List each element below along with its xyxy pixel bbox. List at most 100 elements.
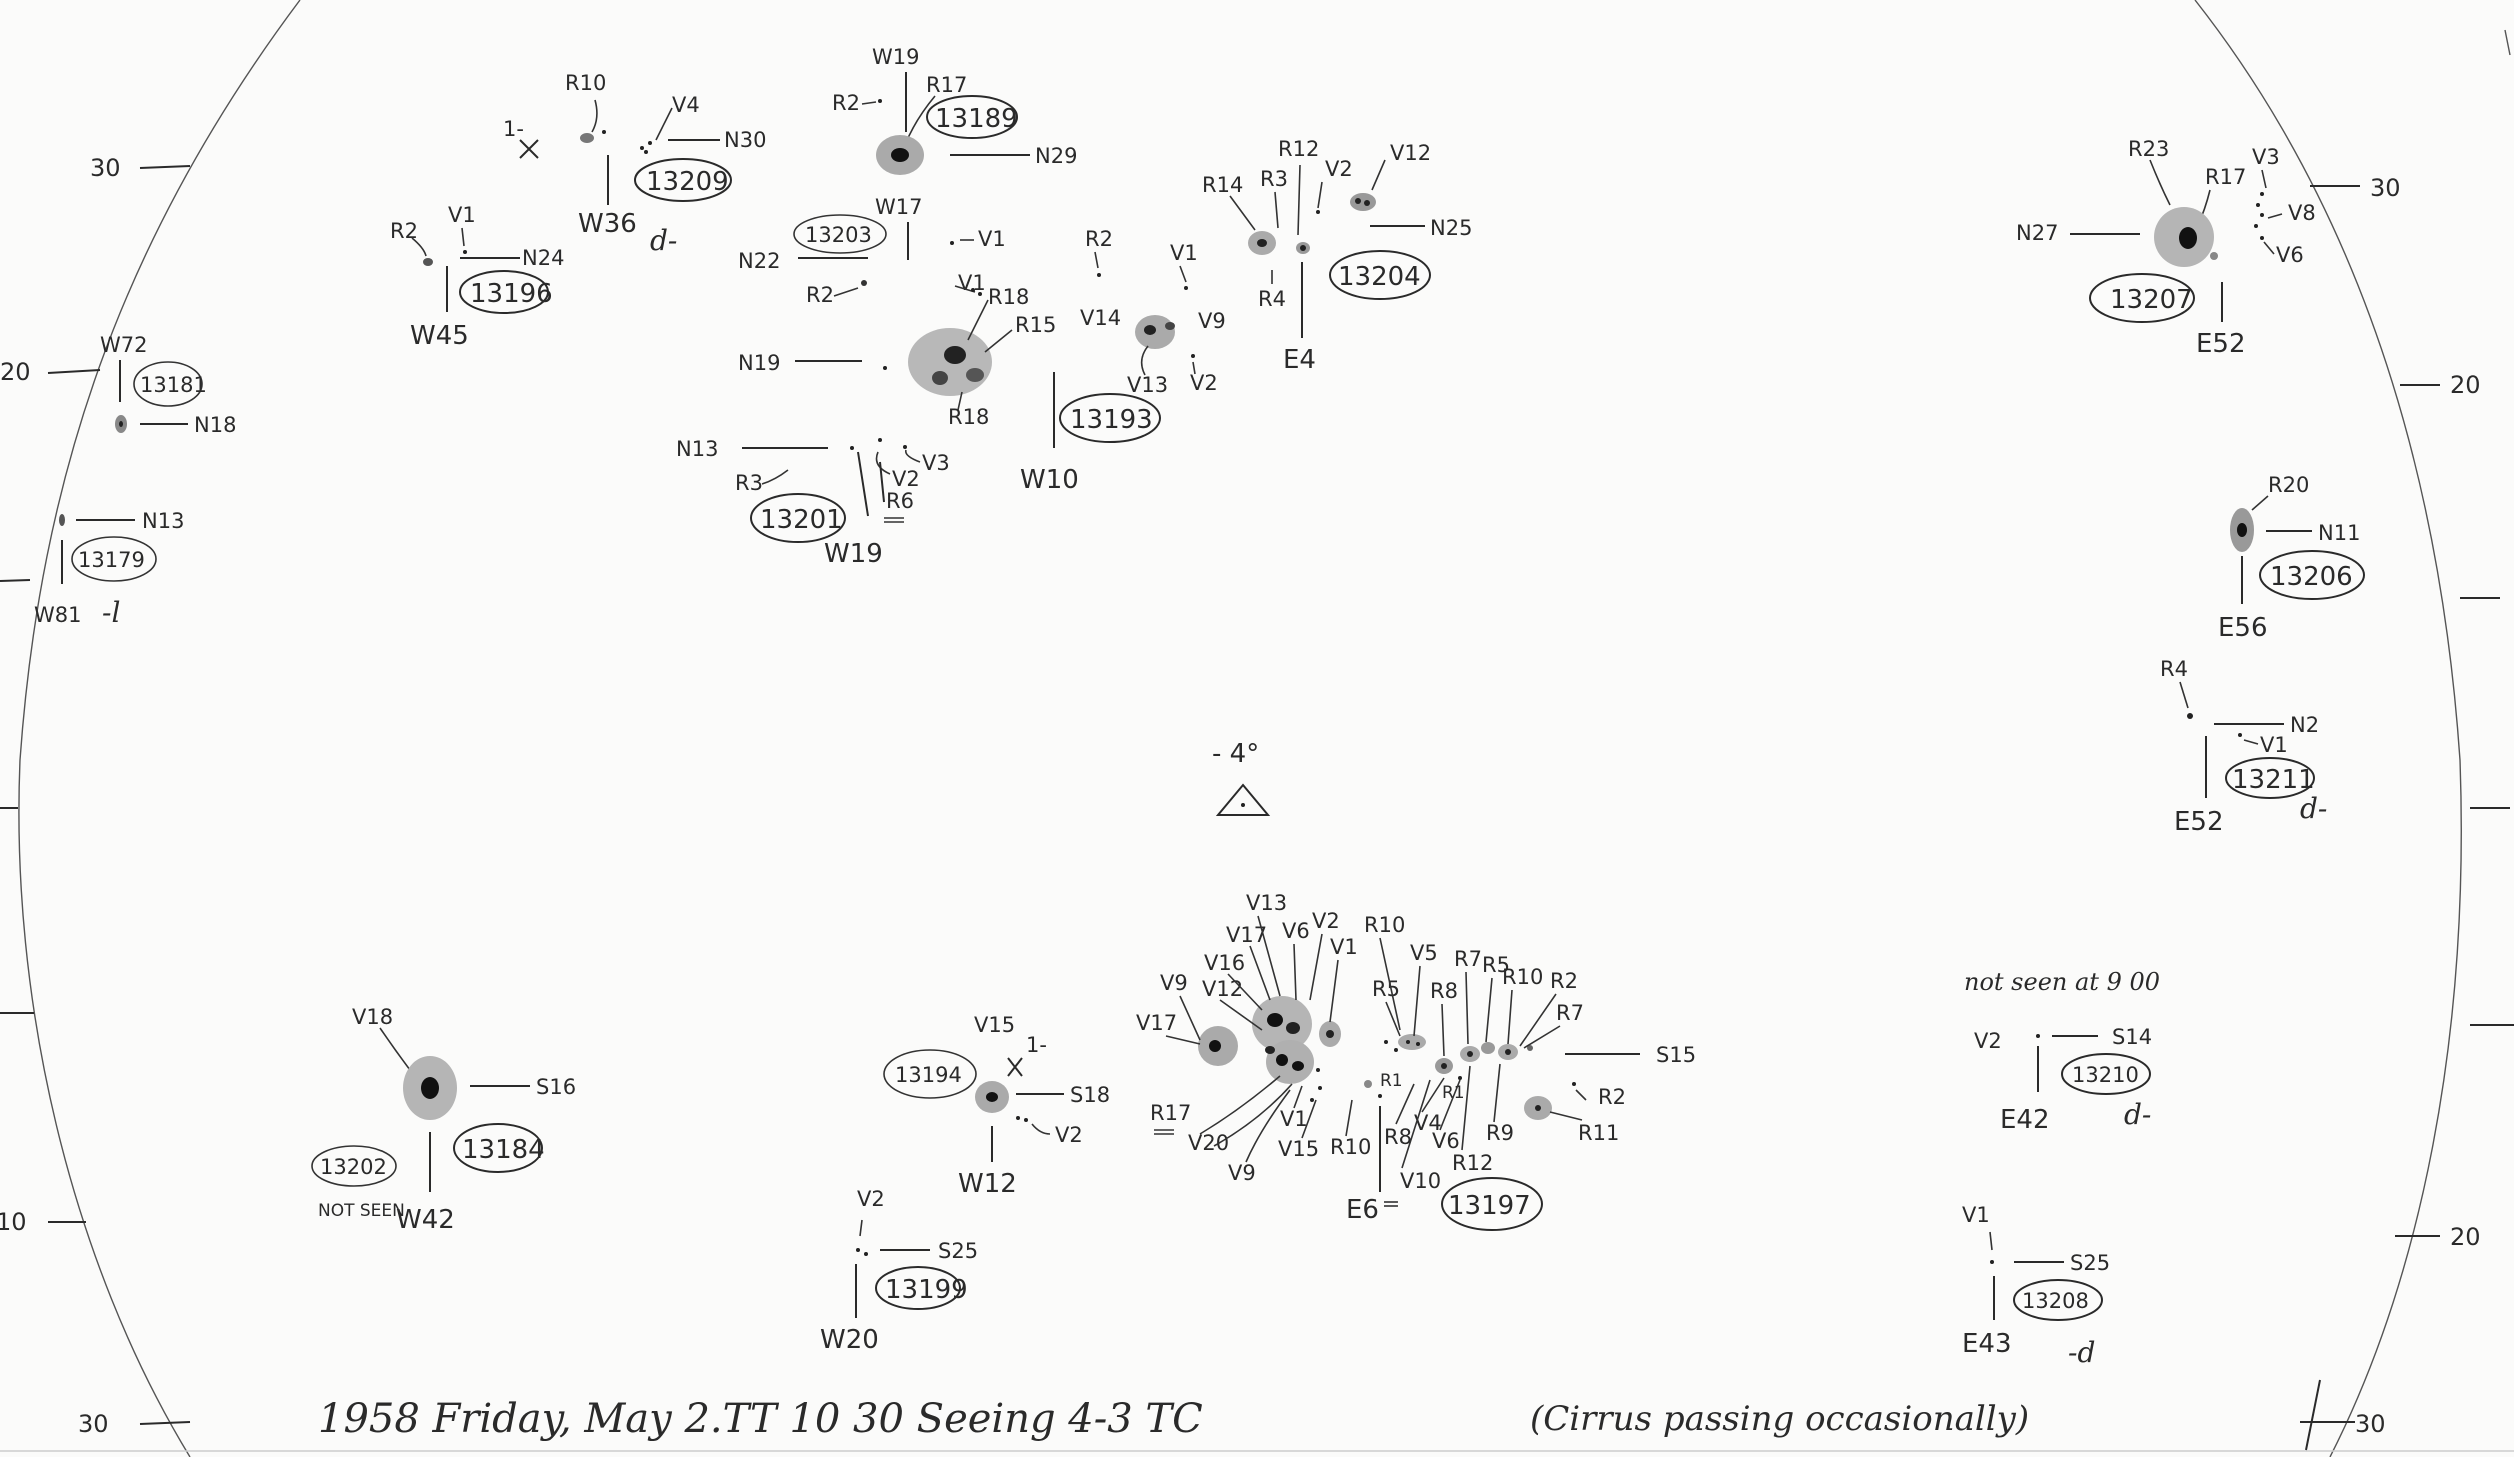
longitude-label: W45 <box>410 321 469 351</box>
spot-label: R1 <box>1380 1071 1403 1091</box>
spot-label: V17 <box>1136 1011 1177 1035</box>
spot-label: V3 <box>2252 145 2280 169</box>
spot-label: V2 <box>1055 1123 1083 1147</box>
observation-record: 1958 Friday, May 2.TT 10 30 Seeing 4-3 T… <box>318 1396 1203 1442</box>
group-13184: V18 S16 13184 W42 <box>352 1005 576 1235</box>
latitude-label: N30 <box>724 128 766 152</box>
spot-label: V10 <box>1400 1169 1441 1193</box>
spot-label: V16 <box>1204 951 1245 975</box>
weather-note: (Cirrus passing occasionally) <box>1530 1399 2029 1439</box>
center-latitude-mark: - 4° <box>1212 739 1259 769</box>
spot-label: V15 <box>974 1013 1015 1037</box>
latitude-label: N13 <box>142 509 184 533</box>
longitude-label: E52 <box>2174 807 2224 837</box>
longitude-label: E56 <box>2218 613 2268 643</box>
group-13207: R23 R17 N27 V3 V8 V6 13207 E52 <box>2016 137 2316 359</box>
spot-label: R17 <box>926 73 967 97</box>
group-number: 13201 <box>760 505 843 535</box>
spot-label: V1 <box>1170 241 1198 265</box>
spot-label: R23 <box>2128 137 2169 161</box>
spot-label: V1 <box>448 203 476 227</box>
longitude-label: E4 <box>1283 345 1316 375</box>
spot-label: R11 <box>1578 1121 1619 1145</box>
mark-13209: 1- <box>503 117 524 141</box>
spot-label: R3 <box>1260 167 1288 191</box>
longitude-label: W12 <box>958 1169 1017 1199</box>
not-seen-note: not seen at 9 00 <box>1964 968 2160 996</box>
spot-label: V1 <box>1280 1107 1308 1131</box>
group-13189: W19 R2 R17 13189 N29 <box>832 45 1077 175</box>
spot-label: V2 <box>857 1187 885 1211</box>
spot-label: V12 <box>1202 977 1243 1001</box>
right-scale: 30 20 20 30 <box>2300 174 2514 1451</box>
latitude-label: N29 <box>1035 144 1077 168</box>
scale-label-right-20: 20 <box>2450 371 2481 399</box>
group-number: 13206 <box>2270 562 2353 592</box>
spot-label: R7 <box>1556 1001 1584 1025</box>
spot-label: V20 <box>1188 1131 1229 1155</box>
group-number: 13197 <box>1448 1191 1531 1221</box>
group-number: 13196 <box>470 279 553 309</box>
spot-label: R17 <box>1150 1101 1191 1125</box>
scale-label-right-20-bottom: 20 <box>2450 1223 2481 1251</box>
scale-label-left-10: 10 <box>0 1208 27 1236</box>
longitude-label: W19 <box>872 45 920 69</box>
spot-label: R9 <box>1486 1121 1514 1145</box>
longitude-label: W72 <box>100 333 148 357</box>
spot-label: V2 <box>892 467 920 491</box>
longitude-label: E43 <box>1962 1329 2012 1359</box>
group-number: 13193 <box>1070 405 1153 435</box>
latitude-label: N18 <box>194 413 236 437</box>
mark-13194: 1- <box>1026 1033 1047 1057</box>
latitude-label: S25 <box>2070 1251 2110 1275</box>
disk-center-marker: - 4° <box>1212 739 1271 816</box>
spot-label: V9 <box>1228 1161 1256 1185</box>
group-13201: N13 R3 V2 V3 R6 13201 W19 <box>676 437 950 569</box>
longitude-label: W17 <box>875 195 923 219</box>
spot-label: R4 <box>1258 287 1286 311</box>
spot-label: V2 <box>1312 909 1340 933</box>
group-13210: not seen at 9 00 V2 S14 13210 E42 d- <box>1964 968 2160 1135</box>
spot-label: R7 <box>1454 947 1482 971</box>
group-13211: R4 N2 V1 13211 E52 d- <box>2160 657 2327 837</box>
group-13208: V1 S25 13208 E43 -d <box>1962 1203 2110 1369</box>
visibility-note: -d <box>2068 1336 2095 1369</box>
scale-label-left-20: 20 <box>0 358 31 386</box>
spot-label: R10 <box>565 71 606 95</box>
spot-label: V1 <box>1330 935 1358 959</box>
spot-label: R1 <box>1442 1083 1465 1103</box>
spot-label: R2 <box>806 283 834 307</box>
spot-label: V3 <box>922 451 950 475</box>
scale-label-left-30: 30 <box>90 154 121 182</box>
spot-label: R10 <box>1330 1135 1371 1159</box>
group-number: 13204 <box>1338 262 1421 292</box>
longitude-label: E52 <box>2196 329 2246 359</box>
latitude-label: N19 <box>738 351 780 375</box>
spot-label: V8 <box>2288 201 2316 225</box>
longitude-label: W19 <box>824 539 883 569</box>
latitude-label: N24 <box>522 246 564 270</box>
spot-label: R2 <box>1085 227 1113 251</box>
not-seen-note: NOT SEEN <box>318 1201 405 1221</box>
group-13199: V2 S25 13199 W20 <box>820 1187 978 1355</box>
spot-label: R12 <box>1452 1151 1493 1175</box>
spot-label: R8 <box>1384 1125 1412 1149</box>
longitude-label: W36 <box>578 209 637 239</box>
group-number: 13211 <box>2232 765 2315 795</box>
group-13202: 13202 NOT SEEN <box>311 1145 405 1221</box>
spot-label: R18 <box>948 405 989 429</box>
group-13194: 13194 V15 1- S18 V2 W12 <box>883 1013 1110 1199</box>
spot-label: R2 <box>1598 1085 1626 1109</box>
scale-label-left-30-bottom: 30 <box>78 1410 109 1438</box>
latitude-label: N11 <box>2318 521 2360 545</box>
longitude-label: E42 <box>2000 1105 2050 1135</box>
visibility-note: d- <box>2300 792 2327 825</box>
group-13181: W72 13181 N18 <box>100 333 236 437</box>
latitude-label: S18 <box>1070 1083 1110 1107</box>
visibility-note: d- <box>2124 1098 2151 1131</box>
group-number: 13207 <box>2110 285 2193 315</box>
group-13197: V13 V17 V6 V2 V16 V1 V9 V12 R10 R5 V5 R8… <box>1136 891 1696 1231</box>
spot-label: V9 <box>1160 971 1188 995</box>
